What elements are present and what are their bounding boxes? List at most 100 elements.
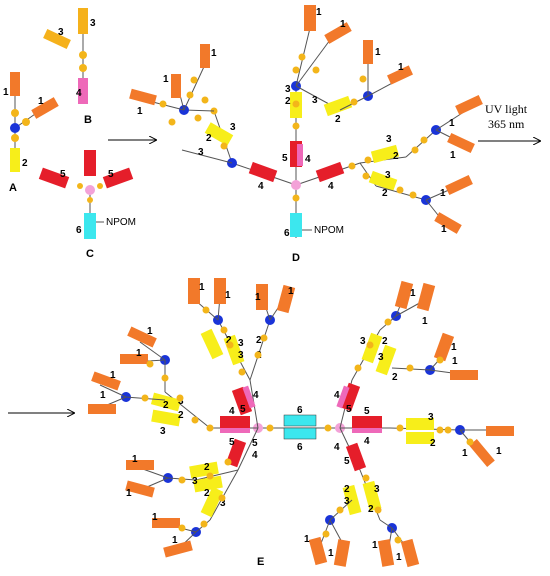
e-lm-3b: 3: [160, 426, 166, 437]
e-rl-1b: 1: [328, 548, 334, 559]
d-label-6: 6: [284, 228, 290, 239]
d-left-1a: 1: [163, 74, 169, 85]
d-up-2: 2: [285, 96, 291, 107]
panel-e-dimer: 6 6 4 5 4 5 5 4 4 5 5 4 4 5: [88, 278, 514, 568]
core-strand-5-right: [102, 167, 134, 189]
d-up-2b: 2: [335, 114, 341, 125]
e-rl-1d: 1: [396, 552, 402, 563]
npom-label-c: NPOM: [106, 217, 136, 228]
d-up-3: 3: [285, 84, 291, 95]
e-label-6a: 6: [297, 405, 303, 416]
e-ll-3b: 3: [220, 498, 226, 509]
e-l-5b: 5: [229, 437, 235, 448]
e-rm-3: 3: [428, 412, 434, 423]
d-up-1d: 1: [398, 62, 404, 73]
label-5b: 5: [108, 169, 114, 180]
e-lm-3: 3: [178, 396, 184, 407]
d-left-1b: 1: [211, 48, 217, 59]
d-right-2: 2: [393, 151, 399, 162]
e-rm-1a: 1: [462, 448, 468, 459]
e-r-4a: 4: [334, 390, 340, 401]
panel-e-label: E: [257, 556, 264, 568]
e-lm-1d: 1: [100, 390, 106, 401]
label-1a: 1: [3, 87, 9, 98]
e-lu-3: 3: [238, 338, 244, 349]
e-ll-2: 2: [204, 462, 210, 473]
e-lu-2b: 2: [256, 335, 262, 346]
e-r-5a: 5: [346, 404, 352, 415]
e-ru-3: 3: [360, 336, 366, 347]
e-rl-2: 2: [344, 484, 350, 495]
panel-d-dendrimer: NPOM 5 4 4 4 6 D 1 1 3 2 3 2 1 1: [129, 5, 483, 264]
e-rl-2b: 2: [368, 504, 374, 515]
e-rm-1b: 1: [496, 446, 502, 457]
e-ll-1a: 1: [132, 454, 138, 465]
e-r-5c: 5: [344, 456, 350, 467]
e-l-5c: 5: [252, 438, 258, 449]
uv-wavelength: 365 nm: [488, 117, 525, 131]
e-r-5b: 5: [364, 406, 370, 417]
label-3b: 3: [58, 27, 64, 38]
e-ru-2b: 2: [392, 372, 398, 383]
e-l-4c: 4: [252, 450, 258, 461]
e-ll-1d: 1: [172, 535, 178, 546]
e-lu-1d: 1: [288, 286, 294, 297]
e-ru-1b: 1: [422, 316, 428, 327]
strand-1-diagonal: [31, 97, 59, 119]
d-right-2b: 2: [382, 188, 388, 199]
panel-a-monomer: 1 1 2 A: [3, 72, 59, 194]
d-label-4left: 4: [258, 181, 264, 192]
uv-step: UV light 365 nm: [478, 102, 540, 141]
npom-label-d: NPOM: [314, 225, 344, 236]
panel-b-label: B: [84, 114, 92, 126]
e-lu-3b: 3: [238, 350, 244, 361]
core-strand-6: [84, 213, 96, 239]
e-ru-1c: 1: [451, 342, 457, 353]
d-label-4right: 4: [328, 181, 334, 192]
e-lu-1b: 1: [225, 290, 231, 301]
d-right-1c: 1: [440, 188, 446, 199]
e-lm-2b: 2: [178, 410, 184, 421]
strand-2: [10, 148, 20, 172]
d-right-1b: 1: [450, 150, 456, 161]
e-rm-2: 2: [430, 438, 436, 449]
panel-c-label: C: [86, 248, 94, 260]
e-rl-1a: 1: [304, 534, 310, 545]
e-r-4c: 4: [334, 442, 340, 453]
e-l-4a: 4: [253, 390, 259, 401]
panel-a-label: A: [9, 182, 17, 194]
e-rl-3: 3: [374, 484, 380, 495]
label-3a: 3: [90, 18, 96, 29]
core-strand-5-top: [84, 150, 96, 176]
e-ll-3: 3: [192, 476, 198, 487]
e-ru-3b: 3: [378, 352, 384, 363]
e-ru-2: 2: [382, 336, 388, 347]
e-ll-2b: 2: [204, 488, 210, 499]
e-r-4b: 4: [364, 436, 370, 447]
d-right-3b: 3: [385, 170, 391, 181]
e-lm-1b: 1: [136, 348, 142, 359]
d-up-1a: 1: [316, 7, 322, 18]
d-right-3: 3: [386, 134, 392, 145]
d-left-1c: 1: [137, 106, 143, 117]
panel-b-linker: 3 3 4 B: [43, 8, 96, 126]
label-6c: 6: [76, 225, 82, 236]
label-2: 2: [22, 158, 28, 169]
label-4: 4: [76, 88, 82, 99]
d-up-3b: 3: [312, 95, 318, 106]
d-left-3b: 3: [230, 122, 236, 133]
e-ru-1a: 1: [410, 288, 416, 299]
label-5a: 5: [60, 169, 66, 180]
e-lm-1c: 1: [110, 370, 116, 381]
panel-c-core: NPOM 5 5 6 C: [38, 150, 136, 260]
d-right-1d: 1: [441, 224, 447, 235]
uv-label: UV light: [485, 102, 528, 116]
e-rl-3b: 3: [344, 496, 350, 507]
e-lu-1c: 1: [255, 292, 261, 303]
d-label-4top: 4: [305, 154, 311, 165]
e-label-6b: 6: [297, 442, 303, 453]
e-rl-1c: 1: [372, 540, 378, 551]
e-lu-1a: 1: [199, 282, 205, 293]
e-l-5a: 5: [240, 404, 246, 415]
